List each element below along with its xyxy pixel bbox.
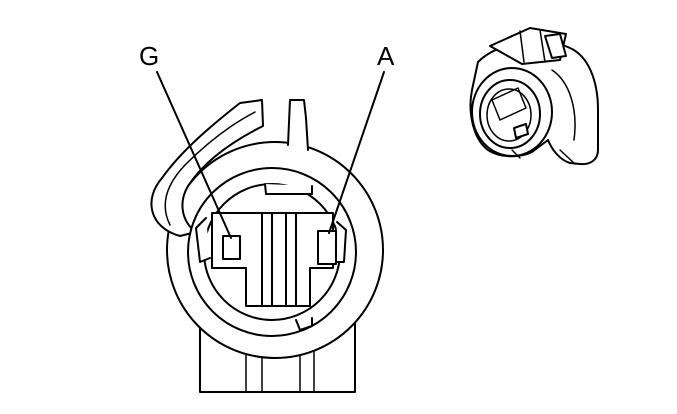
leader-line-a — [328, 71, 385, 234]
key-notch-right — [335, 221, 347, 263]
terminal-g-label: G — [139, 41, 160, 71]
connector-isometric-view — [469, 27, 599, 166]
key-notch-bottom — [295, 317, 313, 331]
key-notch-left — [195, 217, 211, 263]
terminal-a-label: A — [377, 41, 395, 71]
terminal-a — [317, 230, 337, 265]
top-tab — [287, 99, 309, 151]
leader-line-g — [156, 71, 232, 239]
key-notch-top — [264, 183, 313, 195]
terminal-block — [211, 212, 334, 307]
locking-latch — [150, 99, 264, 237]
connector-face-view — [150, 71, 385, 393]
terminal-g — [222, 235, 241, 260]
